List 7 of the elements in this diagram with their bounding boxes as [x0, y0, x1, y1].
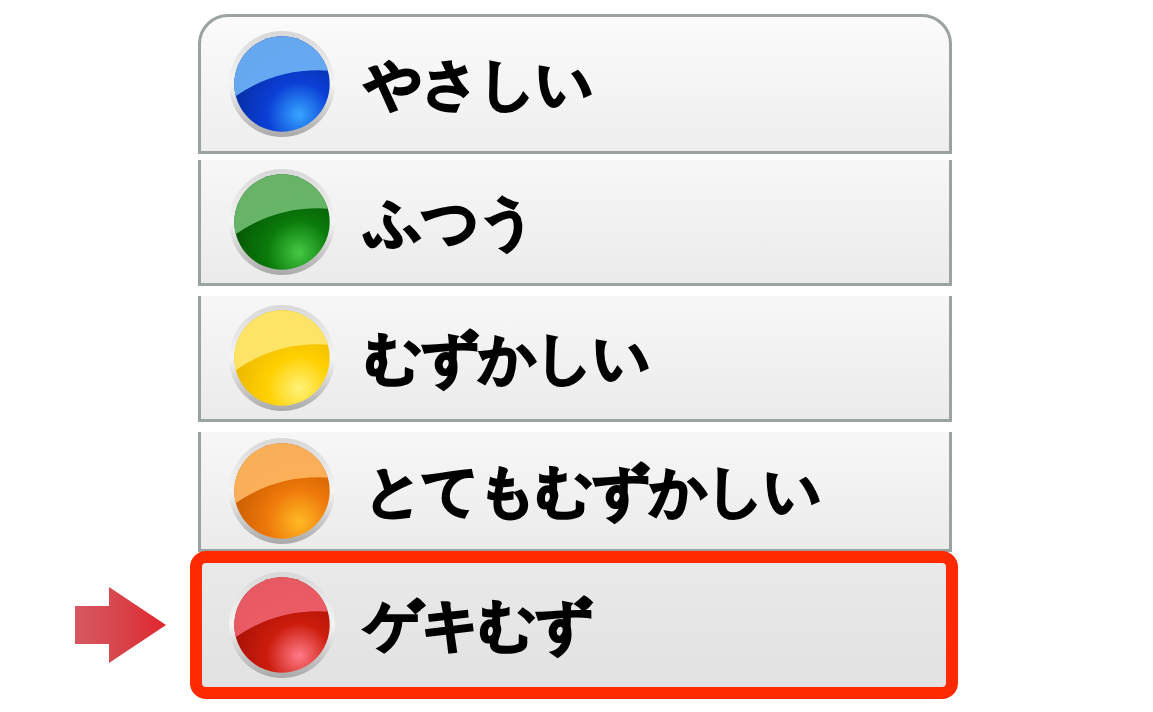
difficulty-label: やさしい: [365, 56, 593, 112]
menu-row: [198, 160, 952, 286]
menu-row: [198, 432, 952, 552]
menu-row: [198, 296, 952, 422]
menu-row: [198, 14, 952, 154]
arrow: [75, 587, 166, 663]
highlighted-menu-row: [190, 551, 958, 699]
